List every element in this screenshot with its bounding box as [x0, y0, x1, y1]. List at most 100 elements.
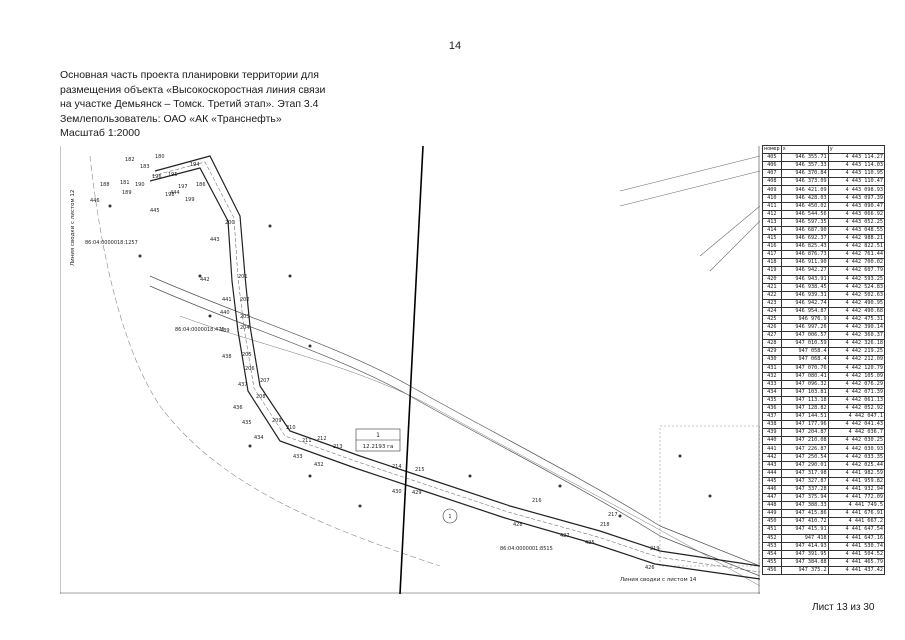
table-cell: 946 911.90 — [780, 258, 829, 268]
column-header-x: x — [780, 144, 829, 155]
table-cell: 946 544.56 — [780, 209, 829, 219]
table-cell: 946 692.37 — [780, 234, 829, 244]
table-cell: 438 — [762, 420, 782, 430]
point-label: 196 — [152, 174, 162, 180]
point-label: 208 — [256, 394, 266, 400]
table-cell: 451 — [762, 525, 782, 535]
table-cell: 4 443 110.95 — [827, 169, 886, 179]
table-cell: 427 — [762, 331, 782, 341]
table-cell: 420 — [762, 274, 782, 284]
table-cell: 4 442 061.13 — [827, 395, 886, 406]
point-label: 204 — [240, 325, 250, 331]
table-cell: 4 442 390.14 — [827, 323, 886, 333]
table-cell: 947 391.95 — [780, 549, 829, 559]
table-cell: 946 954.87 — [780, 306, 829, 316]
table-cell: 4 441 465.79 — [827, 557, 886, 567]
table-cell: 4 442 052.92 — [827, 403, 886, 414]
point-label: 210 — [286, 425, 296, 431]
point-label: 200 — [225, 220, 235, 226]
table-cell: 436 — [762, 403, 782, 414]
point-label: 195 — [168, 172, 178, 178]
table-cell: 947 096.32 — [780, 379, 829, 389]
table-cell: 4 442 607.79 — [827, 266, 886, 276]
table-cell: 414 — [762, 225, 782, 236]
table-cell: 445 — [762, 476, 782, 486]
point-label: 201 — [238, 274, 248, 280]
table-cell: 4 442 593.25 — [827, 274, 886, 284]
table-cell: 442 — [762, 452, 782, 462]
table-cell: 426 — [762, 323, 782, 333]
table-cell: 4 442 120.79 — [827, 363, 886, 373]
point-label: 429 — [412, 490, 422, 496]
table-cell: 947 290.01 — [780, 460, 829, 470]
table-cell: 946 355.71 — [780, 153, 829, 163]
table-cell: 947 068.4 — [780, 355, 829, 365]
table-cell: 419 — [762, 266, 782, 276]
table-cell: 946 976.9 — [780, 314, 829, 325]
table-cell: 4 442 988.21 — [827, 234, 886, 244]
table-cell: 4 442 326.18 — [827, 339, 886, 349]
point-label: 206 — [245, 366, 255, 372]
table-cell: 429 — [762, 347, 782, 357]
tie-line-left-label: Линия сводки с листом 12 — [70, 190, 76, 266]
point-label: 442 — [200, 277, 210, 283]
table-cell: 422 — [762, 290, 782, 300]
table-cell: 440 — [762, 436, 782, 446]
point-label: 189 — [122, 190, 132, 196]
table-cell: 4 442 475.31 — [827, 314, 886, 325]
point-label: 202 — [240, 297, 250, 303]
table-cell: 4 442 033.35 — [827, 452, 886, 462]
table-cell: 4 441 647.16 — [827, 533, 886, 543]
circle-label: 1 — [448, 514, 451, 520]
table-cell: 946 370.84 — [780, 169, 829, 179]
point-label: 440 — [220, 310, 230, 316]
table-cell: 428 — [762, 339, 782, 349]
table-cell: 456 — [762, 565, 782, 575]
point-label: 444 — [170, 190, 180, 196]
terrain-symbols — [108, 204, 712, 518]
point-label: 428 — [513, 522, 523, 528]
table-cell: 424 — [762, 306, 782, 316]
table-cell: 410 — [762, 193, 782, 203]
table-cell: 454 — [762, 549, 782, 559]
table-cell: 4 443 090.47 — [827, 201, 886, 211]
table-cell: 946 428.03 — [780, 193, 829, 203]
table-cell: 4 441 982.59 — [827, 468, 886, 478]
table-cell: 946 421.09 — [780, 185, 829, 195]
point-label: 425 — [585, 540, 595, 546]
table-cell: 947 226.87 — [780, 444, 829, 454]
table-cell: 947 128.82 — [780, 403, 829, 414]
tie-line-bottom-label: Линия сводки с листом 14 — [620, 577, 697, 583]
point-label: 183 — [140, 164, 150, 170]
table-cell: 4 441 959.82 — [827, 476, 886, 486]
table-cell: 947 327.87 — [780, 476, 829, 486]
table-cell: 408 — [762, 177, 782, 187]
table-cell: 4 442 490.95 — [827, 298, 886, 308]
point-label: 181 — [120, 180, 130, 186]
cable-axis — [151, 161, 760, 573]
point-label: 207 — [260, 378, 270, 384]
table-cell: 4 442 212.09 — [827, 355, 886, 365]
table-cell: 4 443 097.39 — [827, 193, 886, 203]
page-number: 14 — [448, 40, 462, 52]
table-cell: 452 — [762, 533, 782, 543]
